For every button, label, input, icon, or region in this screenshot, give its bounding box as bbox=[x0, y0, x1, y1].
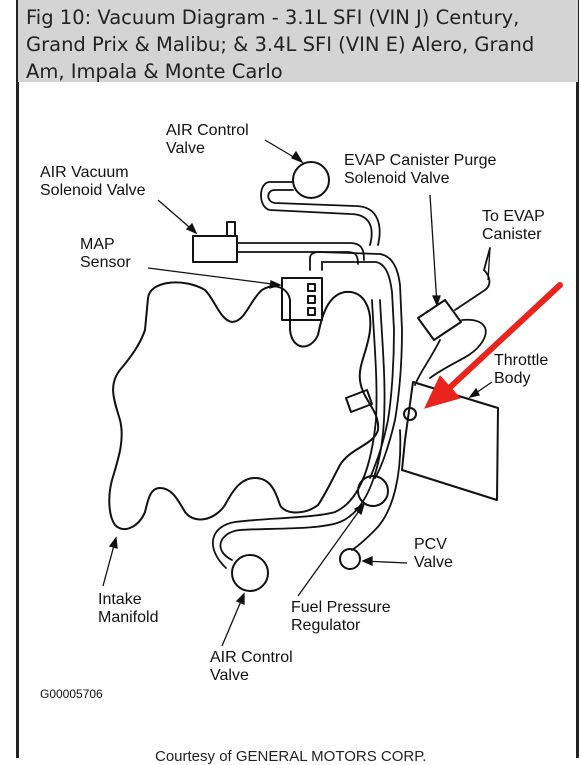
frame-border-right bbox=[576, 0, 579, 758]
label-map-sensor: MAP Sensor bbox=[80, 236, 131, 271]
figure-code: G00005706 bbox=[40, 687, 103, 701]
evap-purge-solenoid bbox=[417, 299, 462, 341]
label-throttle-body: Throttle Body bbox=[494, 352, 549, 387]
map-sensor bbox=[281, 277, 323, 321]
hose-fitting bbox=[345, 389, 373, 413]
label-evap-purge-solenoid: EVAP Canister Purge Solenoid Valve bbox=[344, 152, 497, 187]
frame-border-left bbox=[16, 0, 19, 758]
label-intake-manifold: Intake Manifold bbox=[98, 591, 159, 626]
label-fuel-pressure-regulator: Fuel Pressure Regulator bbox=[291, 599, 391, 634]
label-air-control-valve-top: AIR Control Valve bbox=[166, 122, 249, 157]
courtesy-text: Courtesy of GENERAL MOTORS CORP. bbox=[155, 748, 427, 765]
air-control-valve-bottom bbox=[231, 554, 269, 592]
label-air-control-valve-bottom: AIR Control Valve bbox=[210, 649, 293, 684]
vacuum-diagram bbox=[102, 139, 563, 647]
pcv-valve bbox=[339, 548, 361, 570]
label-pcv-valve: PCV Valve bbox=[414, 536, 453, 571]
throttle-body bbox=[401, 381, 499, 501]
intake-manifold-outline bbox=[108, 281, 380, 531]
figure-title: Fig 10: Vacuum Diagram - 3.1L SFI (VIN J… bbox=[18, 0, 578, 83]
label-to-evap-canister: To EVAP Canister bbox=[482, 208, 545, 243]
label-air-vacuum-solenoid: AIR Vacuum Solenoid Valve bbox=[40, 164, 146, 199]
air-vacuum-solenoid bbox=[192, 235, 238, 263]
air-control-valve-top bbox=[292, 161, 330, 199]
highlight-arrow bbox=[442, 282, 563, 395]
throttle-port bbox=[403, 407, 417, 421]
